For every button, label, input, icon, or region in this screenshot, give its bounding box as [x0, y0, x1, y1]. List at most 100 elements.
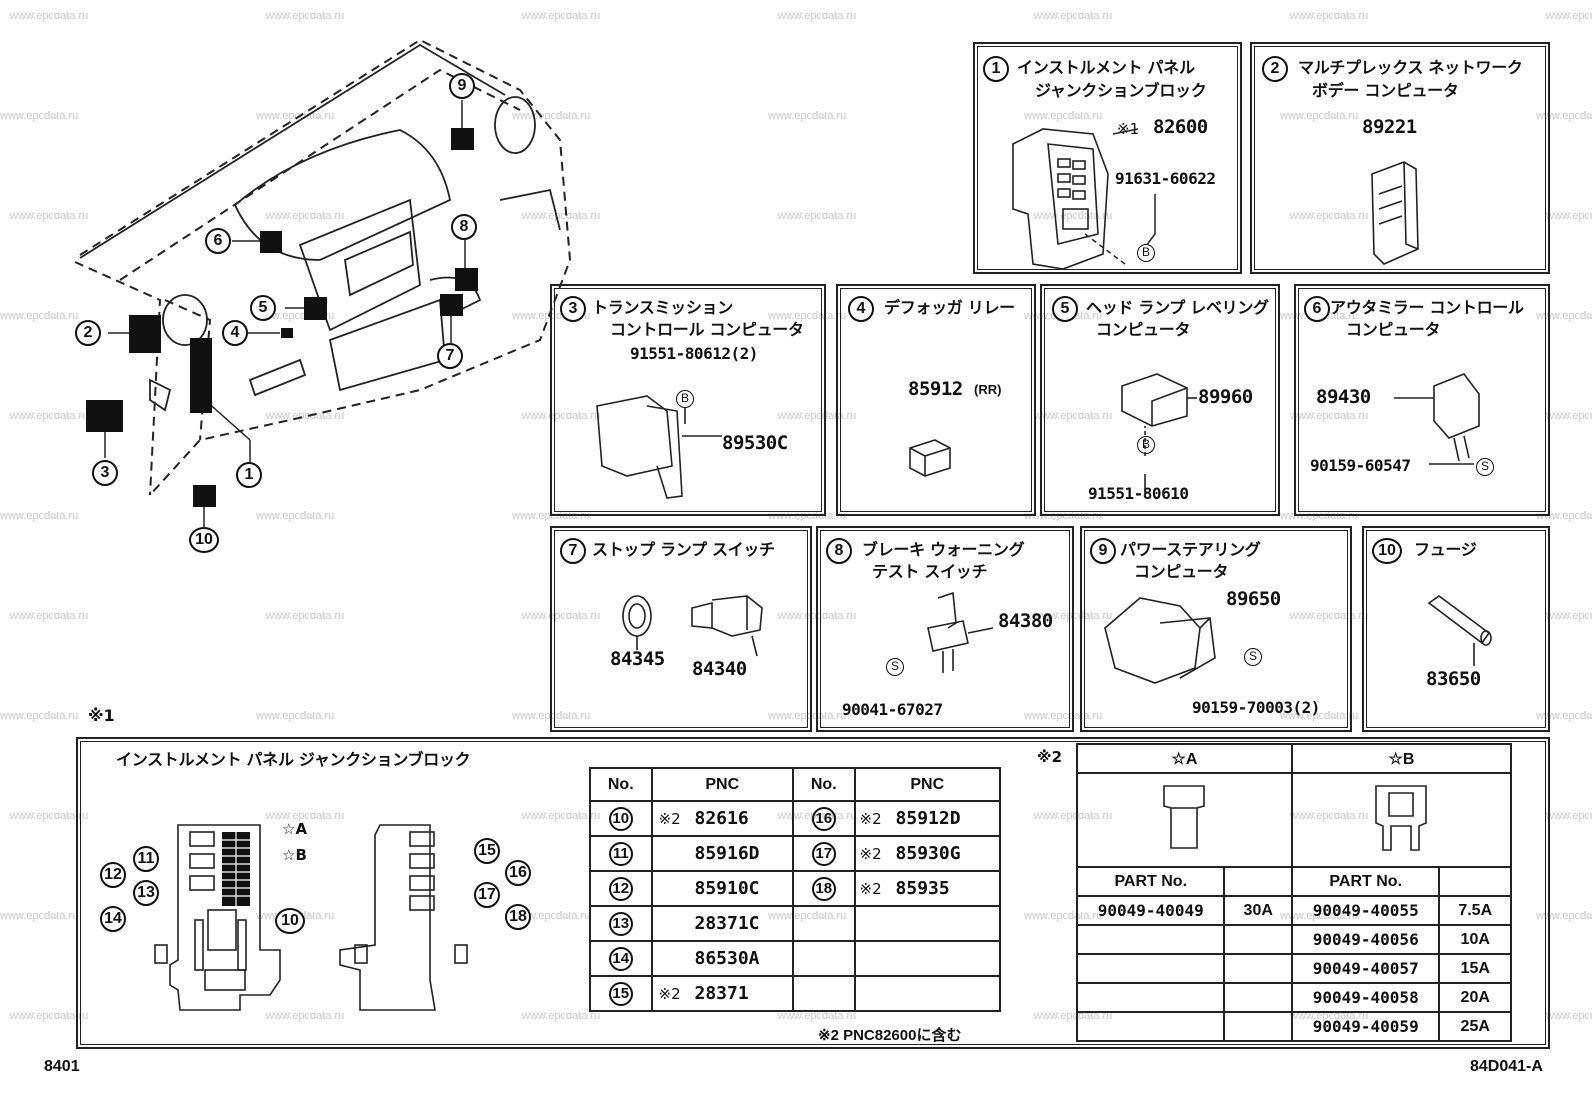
- watermark-text: www.epcdata.ru: [1290, 410, 1369, 422]
- pnc-row-no: 12: [608, 876, 633, 901]
- panel-3-part-89530c: 89530C: [722, 432, 788, 454]
- watermark-text: www.epcdata.ru: [266, 810, 345, 822]
- locator-square-2: [129, 315, 161, 353]
- watermark-text: www.epcdata.ru: [10, 1010, 89, 1022]
- panel-5-number: 5: [1052, 296, 1078, 322]
- callout-9: 9: [449, 73, 475, 99]
- stop-lamp-switch-drawing: [622, 595, 763, 657]
- watermark-text: www.epcdata.ru: [1024, 710, 1103, 722]
- panel-9-title-line1: パワーステアリング: [1120, 540, 1261, 559]
- pnc-row-pnc-2: 85912D: [895, 808, 961, 829]
- locator-square-3: [86, 400, 123, 432]
- watermark-text: www.epcdata.ru: [1280, 110, 1359, 122]
- pnc-row-mark: ※2: [658, 985, 681, 1003]
- panel-8-part-bolt: 90041-67027: [842, 700, 943, 719]
- jb-rear-drawing: [339, 824, 468, 1011]
- panel-5-title-line1: ヘッド ランプ レベリング: [1086, 298, 1269, 317]
- pnc-row-no: 11: [608, 841, 633, 866]
- panel-7-part-84345: 84345: [610, 648, 665, 670]
- jb-callout-16: 16: [505, 860, 531, 886]
- watermark-text: www.epcdata.ru: [1290, 610, 1369, 622]
- headlamp-leveling-drawing: [1121, 373, 1197, 496]
- pnc-row-pnc: 28371C: [694, 913, 760, 934]
- section-note-mark: ※1: [88, 706, 115, 725]
- pnc-row-no: 15: [608, 981, 633, 1006]
- panel-3-transmission-computer: 3 トランスミッション コントロール コンピュータ 91551-80612(2)…: [550, 284, 826, 516]
- panel-6-title-line1: アウタミラー コントロール: [1330, 298, 1524, 317]
- pnc-footnote: ※2 PNC82600に含む: [818, 1027, 962, 1044]
- jb-callout-11: 11: [133, 846, 159, 872]
- panel-9-part-89650: 89650: [1226, 588, 1281, 610]
- panel-10-fuse: 10 フュージ 83650: [1362, 526, 1550, 732]
- watermark-text: www.epcdata.ru: [10, 810, 89, 822]
- pnc-row-mark-2: ※2: [859, 845, 882, 863]
- panel-4-number: 4: [848, 296, 874, 322]
- watermark-text: www.epcdata.ru: [266, 1010, 345, 1022]
- watermark-text: www.epcdata.ru: [1536, 910, 1592, 922]
- fuse-table: ☆A ☆B PART No. PART No. 90049-400: [1075, 743, 1513, 1042]
- footer-page-id: 8401: [44, 1058, 80, 1075]
- fuse-col-b-header: ☆B: [1290, 743, 1513, 774]
- watermark-text: www.epcdata.ru: [1280, 710, 1359, 722]
- watermark-text: www.epcdata.ru: [778, 1010, 857, 1022]
- pnc-row-no: 14: [608, 946, 633, 971]
- fuse-a-part-header: PART No.: [1075, 866, 1226, 897]
- panel-1-badge-b: B: [1137, 244, 1155, 262]
- watermark-text: www.epcdata.ru: [1536, 310, 1592, 322]
- watermark-text: www.epcdata.ru: [266, 10, 345, 22]
- pnc-header-no-2: No.: [792, 767, 856, 802]
- panel-1-part-82600: 82600: [1153, 116, 1208, 138]
- panel-9-power-steering-computer: 9 パワーステアリング コンピュータ 89650 S 90159-70003(2…: [1080, 526, 1352, 732]
- panel-1-title-line1: インストルメント パネル: [1017, 58, 1195, 77]
- watermark-text: www.epcdata.ru: [778, 210, 857, 222]
- pnc-header-pnc: PNC: [650, 767, 795, 802]
- locator-square-6: [260, 231, 282, 253]
- fuse-table-mark: ※2: [1037, 748, 1063, 766]
- jb-callout-10: 10: [275, 908, 305, 934]
- panel-10-title-line1: フュージ: [1414, 540, 1477, 559]
- watermark-text: www.epcdata.ru: [1536, 110, 1592, 122]
- callout-1: 1: [236, 462, 262, 488]
- jb-callout-18: 18: [505, 904, 531, 930]
- locator-square-5: [304, 297, 327, 320]
- watermark-text: www.epcdata.ru: [1290, 10, 1369, 22]
- fuse-b-icon: [1375, 785, 1428, 851]
- panel-3-part-bolt: 91551-80612(2): [630, 344, 758, 363]
- panel-9-badge-s: S: [1244, 648, 1262, 666]
- pnc-row-no: 13: [608, 911, 633, 936]
- panel-5-headlamp-leveling: 5 ヘッド ランプ レベリング コンピュータ 89960 B 91551-806…: [1040, 284, 1280, 516]
- pnc-row-pnc: 85916D: [694, 843, 760, 864]
- panel-2-body-computer: 2 マルチプレックス ネットワーク ボデー コンピュータ 89221: [1250, 42, 1550, 274]
- watermark-text: www.epcdata.ru: [768, 510, 847, 522]
- watermark-text: www.epcdata.ru: [0, 110, 79, 122]
- pnc-row-pnc: 86530A: [694, 948, 760, 969]
- pnc-row-pnc: 82616: [694, 808, 749, 829]
- panel-9-title-line2: コンピュータ: [1134, 562, 1229, 581]
- pnc-row: 14 86530A: [589, 940, 1002, 977]
- panel-10-number: 10: [1372, 538, 1402, 564]
- panel-4-part-85912: 85912: [908, 378, 963, 400]
- watermark-text: www.epcdata.ru: [0, 710, 79, 722]
- panel-5-part-bolt: 91551-80610: [1088, 484, 1189, 503]
- watermark-text: www.epcdata.ru: [1024, 110, 1103, 122]
- watermark-text: www.epcdata.ru: [522, 1010, 601, 1022]
- jb-callout-12: 12: [100, 862, 126, 888]
- watermark-text: www.epcdata.ru: [778, 10, 857, 22]
- junction-block-detail-section: [76, 737, 1550, 1049]
- fuse-b-image-cell: [1290, 772, 1513, 868]
- pnc-row-pnc: 85910C: [694, 878, 760, 899]
- panel-1-title-line2: ジャンクションブロック: [1035, 81, 1207, 100]
- watermark-text: www.epcdata.ru: [1034, 410, 1113, 422]
- watermark-text: www.epcdata.ru: [522, 810, 601, 822]
- watermark-text: www.epcdata.ru: [512, 110, 591, 122]
- watermark-text: www.epcdata.ru: [512, 910, 591, 922]
- watermark-text: www.epcdata.ru: [768, 310, 847, 322]
- panel-6-outer-mirror-control: 6 アウタミラー コントロール コンピュータ 89430 90159-60547…: [1294, 284, 1550, 516]
- jb-callout-13: 13: [133, 880, 159, 906]
- fuse-drawing: [1427, 595, 1492, 666]
